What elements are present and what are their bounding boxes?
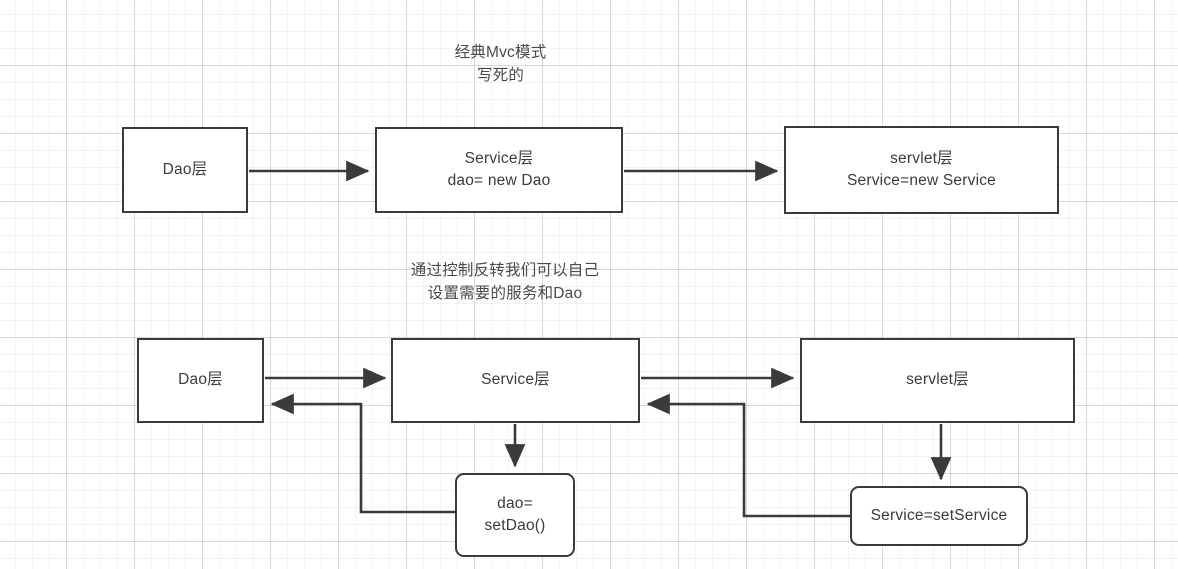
node-ioc-dao[interactable]: Dao层: [137, 338, 264, 423]
node-label: Dao层: [178, 371, 223, 389]
node-ioc-service[interactable]: Service层: [391, 338, 640, 423]
node-label: dao= setDao(): [484, 494, 546, 534]
node-set-dao[interactable]: dao= setDao(): [455, 473, 575, 557]
annotation-mvc-title: 经典Mvc模式 写死的: [454, 44, 547, 85]
node-mvc-dao[interactable]: Dao层: [122, 127, 248, 213]
node-label: Service层 dao= new Dao: [447, 149, 551, 189]
node-label: Service=setService: [870, 506, 1008, 524]
annotation-ioc-description: 通过控制反转我们可以自己 设置需要的服务和Dao: [410, 262, 600, 303]
edge-group: [249, 160, 952, 518]
connector-setservice-to-ioc-service: [646, 393, 850, 518]
node-ioc-servlet[interactable]: servlet层: [800, 338, 1075, 423]
connector-setdao-to-ioc-dao: [270, 393, 455, 514]
node-set-service[interactable]: Service=setService: [850, 486, 1028, 546]
node-label: servlet层: [906, 371, 969, 389]
node-mvc-service[interactable]: Service层 dao= new Dao: [375, 127, 623, 213]
node-mvc-servlet[interactable]: servlet层 Service=new Service: [784, 126, 1059, 214]
node-label: Service层: [481, 371, 550, 389]
node-label: servlet层 Service=new Service: [847, 149, 996, 189]
node-label: Dao层: [162, 160, 208, 178]
